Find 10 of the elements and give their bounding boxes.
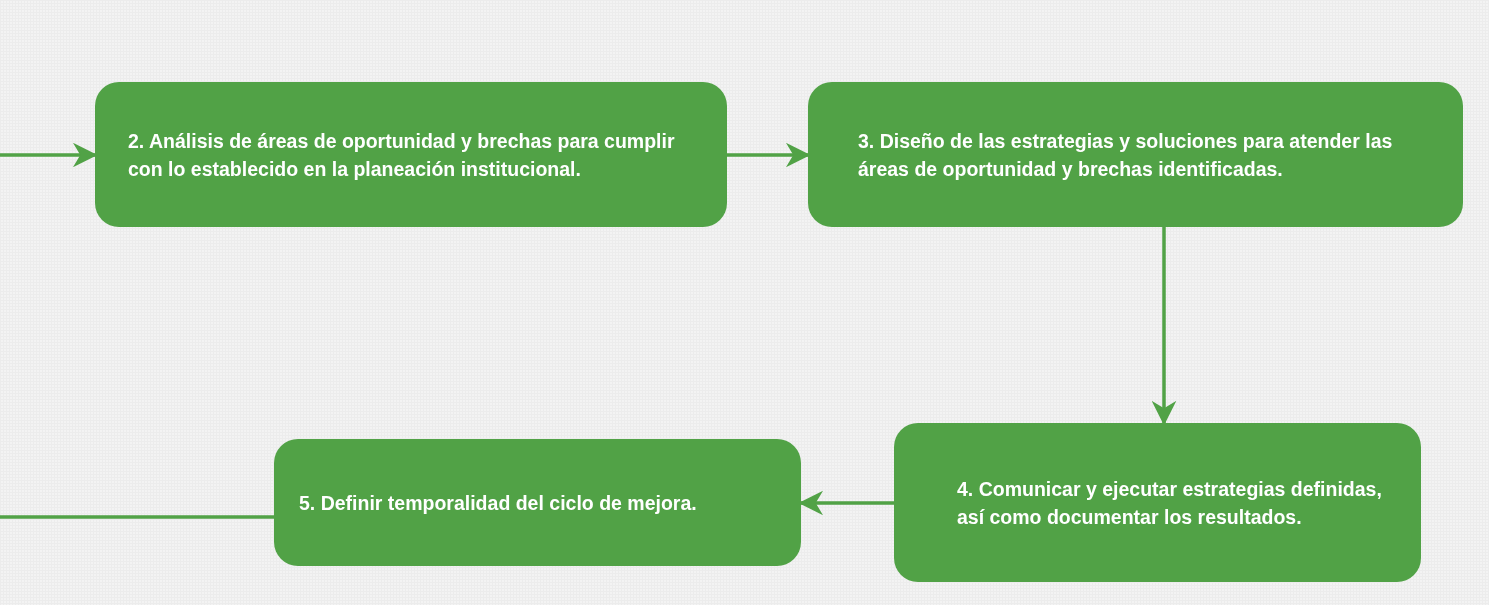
connector-line (0, 515, 274, 519)
step-text: 3. Diseño de las estrategias y soluciones para atender las áreas de oportunidad y brechas identificadas. (858, 128, 1394, 182)
process-box (95, 82, 727, 227)
step-text: 5. Definir temporalidad del ciclo de mejora. (299, 490, 697, 516)
step-text: 4. Comunicar y ejecutar estrategias definidas, así como documentar los resultados. (957, 476, 1383, 530)
step-text: 2. Análisis de áreas de oportunidad y brechas para cumplir con lo establecido en la planeación institucional. (128, 128, 676, 182)
process-box (894, 423, 1421, 582)
process-box (808, 82, 1463, 227)
process-box (274, 439, 801, 566)
arrow (1151, 227, 1177, 426)
